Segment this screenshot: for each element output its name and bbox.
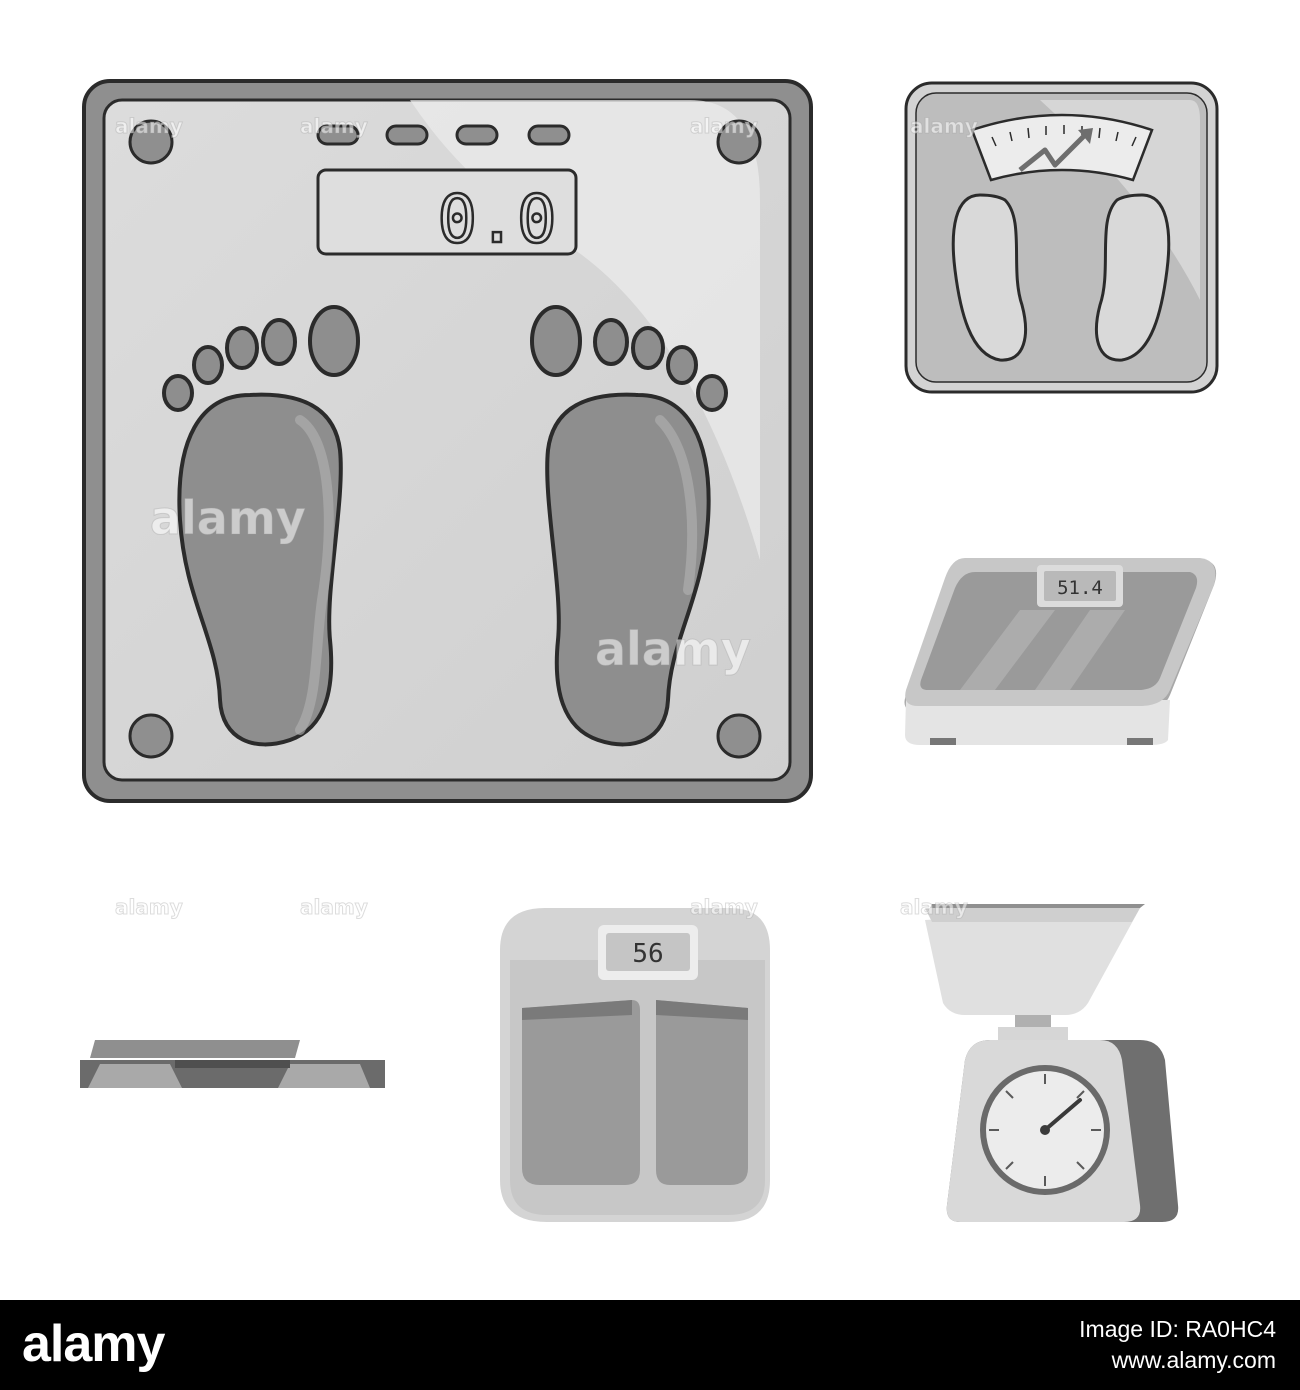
floor-scale-large-icon: 0.0 [82, 79, 813, 803]
svg-text:alamy: alamy [690, 114, 758, 138]
trend-arrow-icon [1018, 133, 1087, 172]
digital-scale-perspective-icon: 51.4 [904, 558, 1217, 745]
left-footprint-icon [162, 305, 360, 747]
svg-text:alamy: alamy [115, 895, 183, 919]
svg-text:alamy: alamy [595, 622, 751, 676]
icon-illustration: 0.0 [80, 79, 1219, 1222]
site-url[interactable]: www.alamy.com [1111, 1347, 1276, 1373]
display-reading: 51.4 [1057, 577, 1103, 599]
display-reading: 56 [632, 939, 663, 969]
right-footprint-icon [530, 305, 728, 747]
lcd-reading: 0.0 [437, 181, 556, 258]
svg-text:alamy: alamy [150, 491, 306, 545]
dial-needle [1043, 1098, 1082, 1132]
kitchen-scale-icon [925, 904, 1179, 1222]
svg-text:alamy: alamy [910, 114, 978, 138]
right-foot-pad [1095, 193, 1171, 362]
svg-text:alamy: alamy [115, 114, 183, 138]
indicator-lights [316, 124, 571, 146]
bathroom-scale-digital-icon: 56 [500, 908, 770, 1222]
svg-text:alamy: alamy [300, 895, 368, 919]
image-id: Image ID: RA0HC4 [1079, 1316, 1276, 1342]
analog-scale-icon [904, 81, 1219, 394]
watermark-layer: alamy alamy alamy alamy alamy alamy alam… [115, 114, 979, 920]
lcd-display [316, 168, 578, 256]
svg-text:alamy: alamy [900, 895, 968, 919]
alamy-logo: alamy [22, 1315, 165, 1373]
svg-text:alamy: alamy [690, 895, 758, 919]
svg-text:alamy: alamy [300, 114, 368, 138]
left-foot-pad [951, 193, 1027, 362]
step-platform-icon [80, 1040, 385, 1088]
corner-screw [128, 119, 762, 759]
dial-gauge [970, 113, 1154, 182]
footer-bar: alamy Image ID: RA0HC4 www.alamy.com [0, 1300, 1300, 1390]
